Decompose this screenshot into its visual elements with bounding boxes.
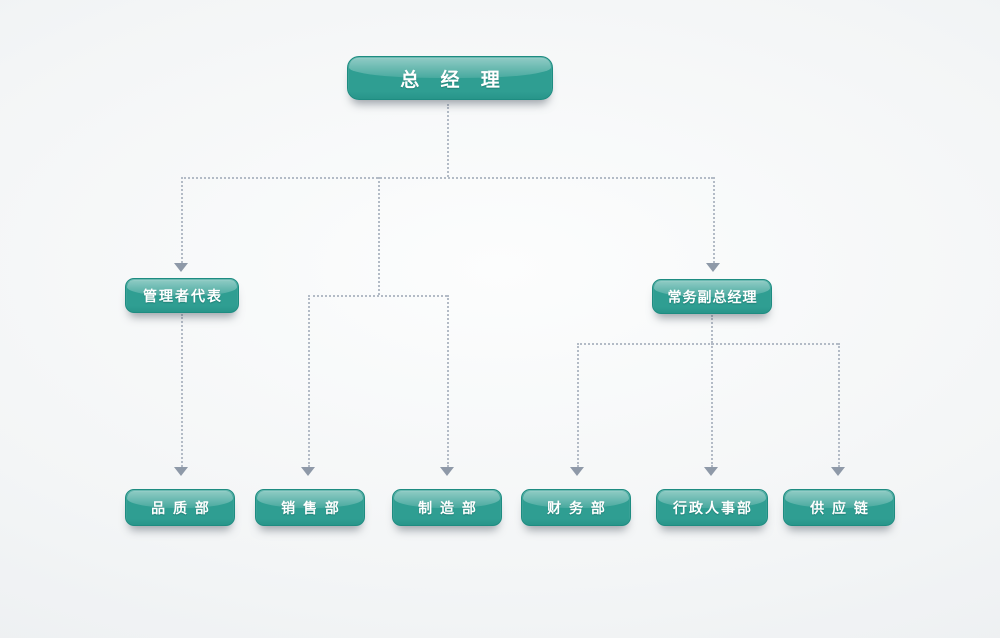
connector-level1-horizontal — [181, 177, 713, 179]
node-label: 常务副总经理 — [667, 288, 758, 305]
org-node-quality-dept: 品 质 部 — [125, 489, 235, 526]
arrow-into-sales-dept-icon — [301, 467, 315, 476]
node-label: 品 质 部 — [151, 499, 211, 516]
connector-supply-drop — [838, 343, 840, 467]
arrow-into-finance-dept-icon — [570, 467, 584, 476]
connector-mid-horizontal — [308, 295, 447, 297]
node-label: 制 造 部 — [418, 499, 478, 516]
arrow-into-management-representative-icon — [174, 263, 188, 272]
org-node-management-representative: 管理者代表 — [125, 278, 239, 313]
arrow-into-admin-hr-dept-icon — [704, 467, 718, 476]
connector-right-horizontal — [577, 343, 838, 345]
connector-quality-drop — [181, 314, 183, 467]
connector-manufacturing-drop — [447, 295, 449, 467]
node-label: 总 经 理 — [400, 69, 508, 91]
node-label: 管理者代表 — [143, 287, 223, 304]
node-label: 财 务 部 — [547, 499, 607, 516]
org-node-manufacturing-dept: 制 造 部 — [392, 489, 502, 526]
connector-gm-down — [447, 104, 449, 177]
connector-deputy-drop — [713, 177, 715, 263]
node-label: 行政人事部 — [673, 499, 753, 516]
node-label: 销 售 部 — [281, 499, 341, 516]
connector-mid-drop — [378, 177, 380, 295]
connector-sales-drop — [308, 295, 310, 467]
arrow-into-manufacturing-dept-icon — [440, 467, 454, 476]
arrow-into-deputy-gm-icon — [706, 263, 720, 272]
org-node-executive-deputy-general-manager: 常务副总经理 — [652, 279, 772, 314]
org-node-finance-dept: 财 务 部 — [521, 489, 631, 526]
connector-finance-drop — [577, 343, 579, 467]
org-node-general-manager: 总 经 理 — [347, 56, 553, 100]
connector-rep-drop — [181, 177, 183, 263]
org-node-supply-chain: 供 应 链 — [783, 489, 895, 526]
node-label: 供 应 链 — [810, 499, 870, 516]
connector-hr-drop — [711, 343, 713, 467]
connector-deputy-stem — [711, 315, 713, 343]
org-node-sales-dept: 销 售 部 — [255, 489, 365, 526]
arrow-into-quality-dept-icon — [174, 467, 188, 476]
arrow-into-supply-chain-icon — [831, 467, 845, 476]
org-node-admin-hr-dept: 行政人事部 — [656, 489, 768, 526]
